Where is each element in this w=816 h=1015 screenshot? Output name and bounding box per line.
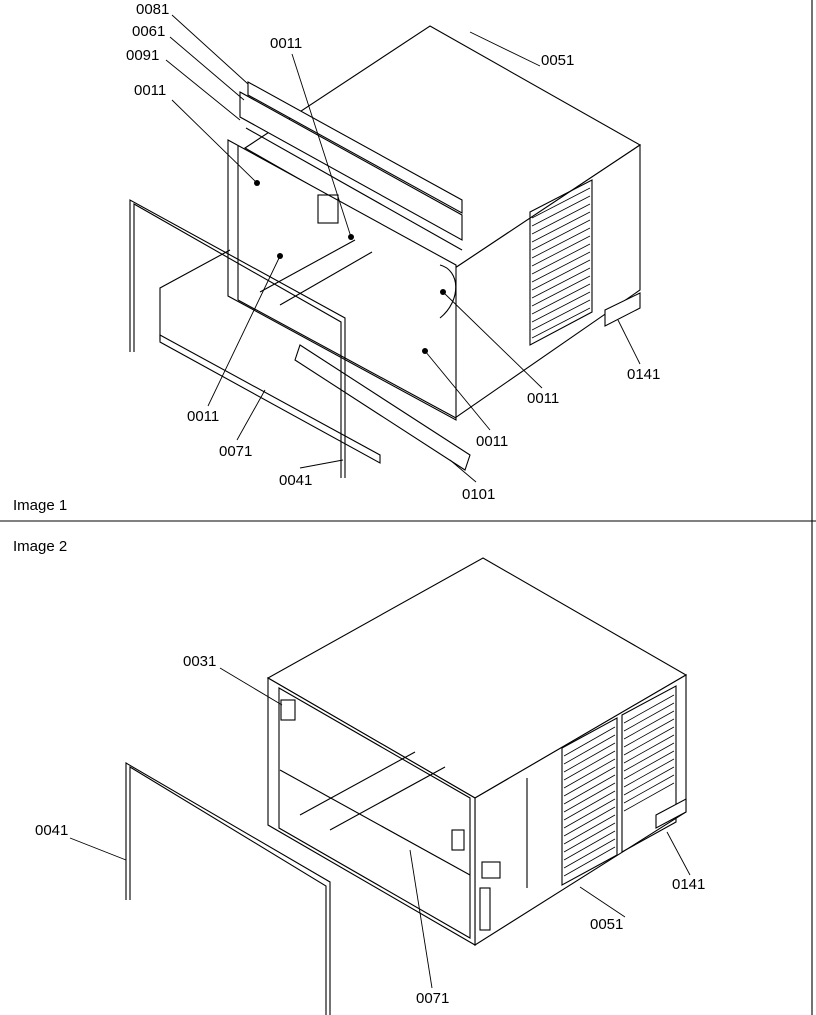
panel-1-leader-lines — [165, 14, 641, 483]
side-louver-grille — [529, 179, 593, 346]
callout-label: 0011 — [476, 433, 508, 450]
callout-label: 0041 — [279, 472, 312, 489]
callout-label: 0071 — [416, 990, 449, 1007]
callout-label: 0041 — [35, 822, 68, 839]
callout-label: 0051 — [590, 916, 623, 933]
callout-label: 0011 — [270, 35, 302, 52]
panel-1-illustration — [129, 25, 642, 478]
callout-label: 0071 — [219, 443, 252, 460]
panel-2-callouts: 0031 0041 0141 0051 0071 — [35, 653, 705, 1007]
panel-2-leader-lines — [69, 667, 691, 989]
callout-label: 0091 — [126, 47, 159, 64]
panel-2-illustration — [125, 557, 688, 1015]
callout-label: 0011 — [134, 82, 166, 99]
callout-label: 0011 — [527, 390, 559, 407]
callout-label: 0141 — [672, 876, 705, 893]
callout-label: 0031 — [183, 653, 216, 670]
side-louver-grille-right — [621, 685, 677, 853]
side-louver-grille-left — [561, 717, 618, 886]
callout-label: 0011 — [187, 408, 219, 425]
callout-label: 0141 — [627, 366, 660, 383]
gasket-frame — [129, 199, 346, 478]
gasket-frame — [125, 762, 331, 1015]
panel-1-callouts: 0081 0061 0091 0011 0011 0051 0141 0011 … — [126, 1, 660, 503]
panel-1-caption: Image 1 — [13, 497, 67, 514]
callout-label: 0061 — [132, 23, 165, 40]
panel-2-caption: Image 2 — [13, 538, 67, 555]
callout-label: 0101 — [462, 486, 495, 503]
callout-label: 0081 — [136, 1, 169, 18]
callout-label: 0051 — [541, 52, 574, 69]
